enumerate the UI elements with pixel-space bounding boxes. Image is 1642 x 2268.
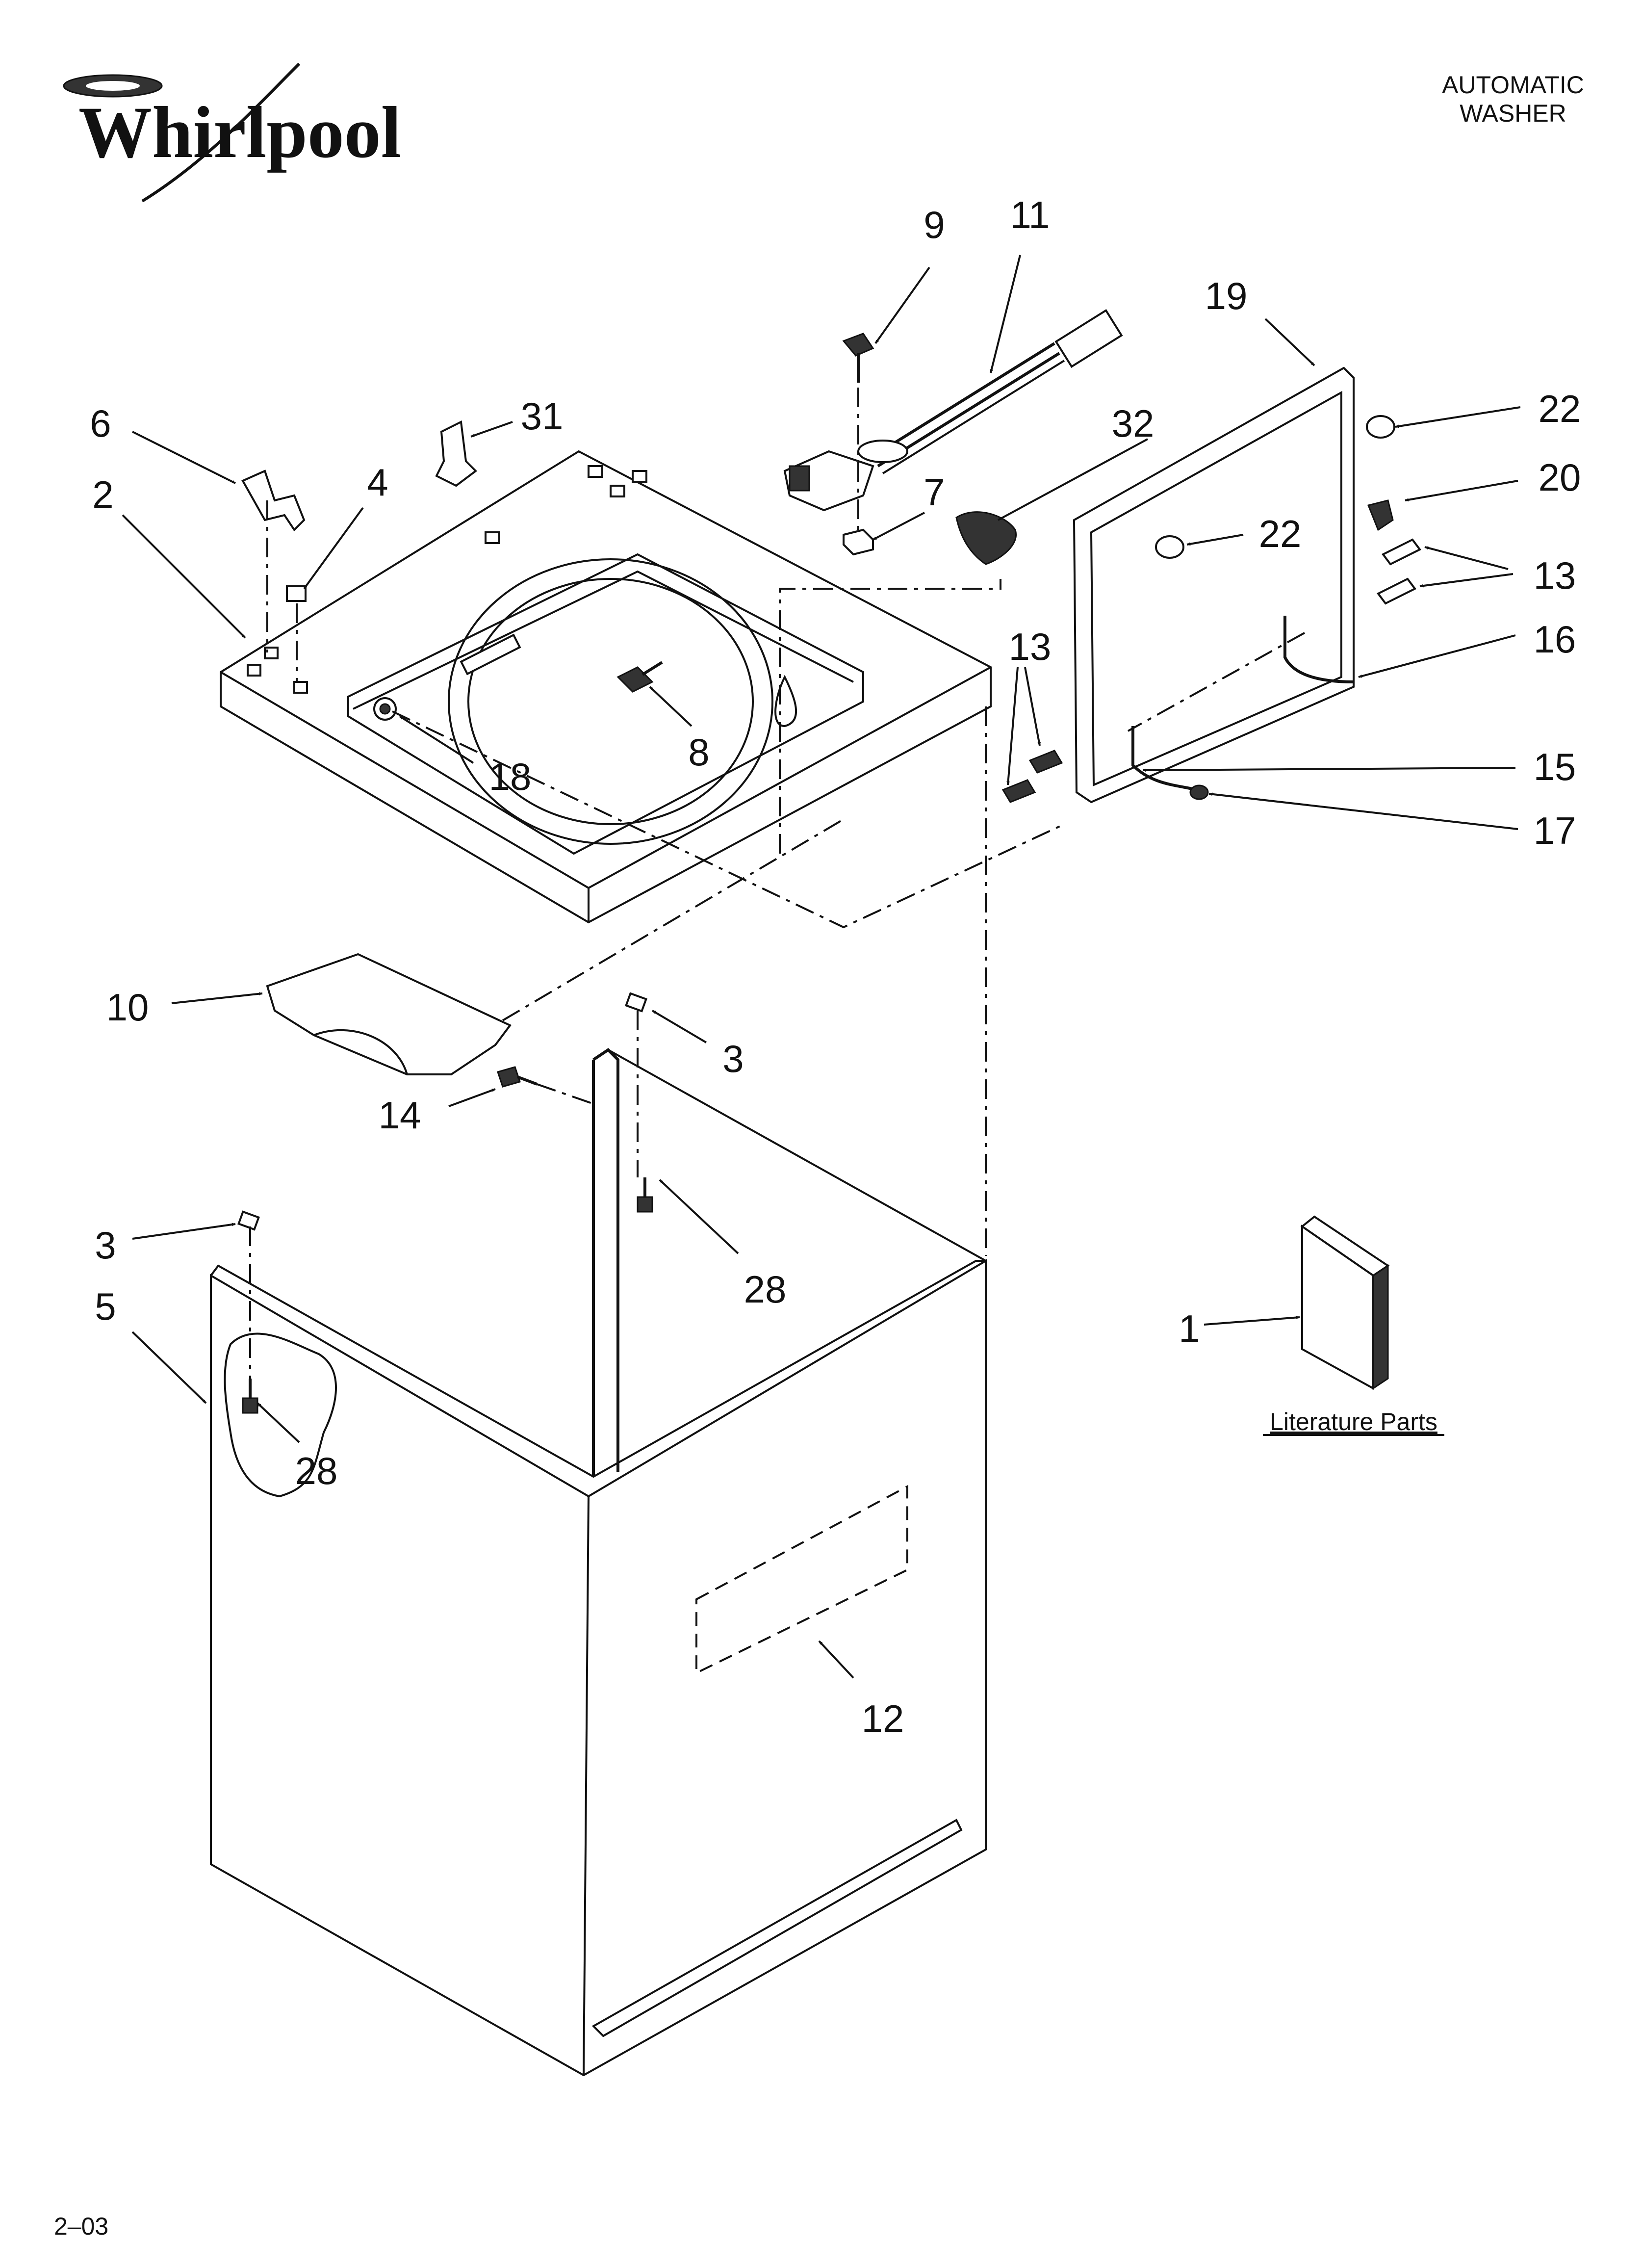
label-location-12 [695, 1485, 908, 1675]
clip-31 [435, 420, 478, 487]
lid-bumper-32 [955, 511, 1017, 565]
alignment-lines [249, 388, 1305, 1379]
callout-2: 2 [92, 473, 113, 516]
callout-6: 6 [90, 402, 111, 445]
literature-parts-label: Literature Parts [1270, 1408, 1437, 1435]
callout-17: 17 [1534, 809, 1576, 852]
callout-labels: 9 11 19 22 20 22 13 16 13 15 17 6 31 32 … [90, 193, 1581, 1740]
callout-12: 12 [862, 1697, 904, 1740]
callout-32: 32 [1112, 402, 1155, 445]
screws-13-left [1001, 750, 1063, 803]
header-line-1: AUTOMATIC [1442, 71, 1584, 99]
callout-1: 1 [1179, 1307, 1200, 1350]
callout-28-right: 28 [744, 1268, 787, 1311]
lid-frame [1073, 366, 1355, 804]
hinge-rod-16 [1283, 616, 1354, 683]
screw-9 [842, 333, 874, 383]
callout-9: 9 [924, 203, 945, 246]
screw-14 [497, 1066, 538, 1088]
clip-4 [286, 585, 307, 602]
footer-code: 2–03 [54, 2213, 108, 2240]
cabinet [210, 1048, 987, 2077]
clip-3-lower [237, 1210, 260, 1231]
callout-18: 18 [489, 755, 532, 798]
leader-arrows [122, 255, 1521, 1679]
bumper-22-upper [1366, 415, 1395, 439]
callout-22-upper: 22 [1539, 387, 1581, 430]
callout-3-upper: 3 [722, 1037, 744, 1080]
callout-13-left: 13 [1009, 625, 1052, 668]
callout-19: 19 [1205, 274, 1248, 317]
screws-13-right [1376, 538, 1422, 605]
screw-28-right [637, 1177, 653, 1213]
logo-swirl-stroke [141, 62, 301, 203]
lid-switch-harness [783, 309, 1123, 512]
callout-14: 14 [379, 1094, 421, 1137]
callout-28-left: 28 [295, 1449, 338, 1492]
callout-4: 4 [367, 461, 388, 504]
clip-3-upper [625, 992, 647, 1013]
callout-16: 16 [1534, 618, 1576, 661]
callout-10: 10 [106, 986, 149, 1029]
hinge-pin [373, 697, 397, 721]
hinge-20 [1367, 499, 1394, 531]
callout-5: 5 [95, 1285, 116, 1328]
bumper-22-lower [1155, 535, 1184, 559]
whirlpool-logo: Whirlpool [63, 62, 401, 203]
top-panel [220, 450, 992, 924]
callout-20: 20 [1539, 456, 1581, 499]
literature-booklet [1300, 1215, 1390, 1390]
header-line-2: WASHER [1460, 100, 1566, 127]
callout-31: 31 [521, 394, 564, 438]
screw-28-left [242, 1379, 258, 1414]
nut-7 [843, 528, 874, 556]
lid-screw [616, 661, 663, 693]
callout-13-right: 13 [1534, 554, 1576, 597]
callout-11: 11 [1010, 193, 1050, 236]
callout-3-lower: 3 [95, 1224, 116, 1267]
hinge-rod-15 [1131, 726, 1197, 791]
callout-7: 7 [924, 470, 945, 514]
panel-10 [266, 953, 512, 1075]
callout-8: 8 [688, 730, 709, 774]
cap-17 [1189, 784, 1209, 800]
clip-6 [241, 469, 306, 532]
callout-22-lower: 22 [1259, 512, 1302, 555]
brand-wordmark: Whirlpool [78, 92, 401, 173]
callout-15: 15 [1534, 745, 1576, 788]
